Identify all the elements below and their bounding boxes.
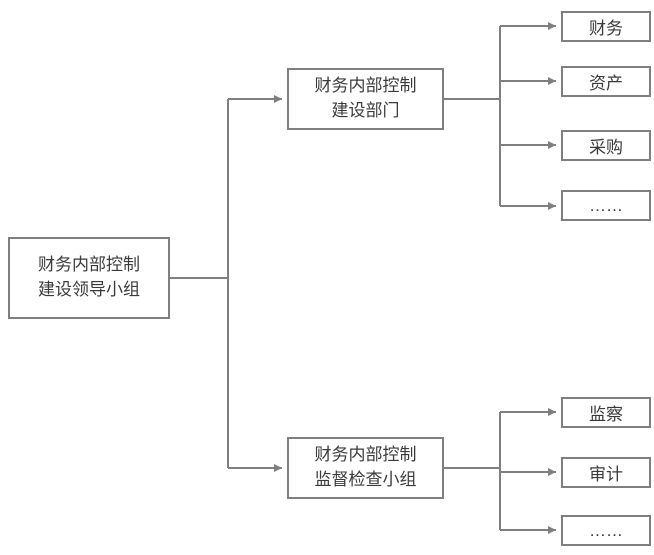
leaf-label: 监察 — [589, 405, 623, 424]
leaf-label: …… — [589, 195, 623, 215]
node-label-line: 财务内部控制 — [38, 255, 140, 275]
node-build-department: 财务内部控制 建设部门 — [287, 68, 444, 130]
node-label-line: 财务内部控制 — [314, 445, 417, 465]
leaf-label: 采购 — [589, 138, 623, 157]
leaf-inspection: 监察 — [561, 397, 651, 428]
leaf-label: 资产 — [589, 74, 623, 93]
node-label-line: 建设领导小组 — [38, 280, 140, 299]
node-label-line: 建设部门 — [331, 101, 400, 120]
leaf-assets: 资产 — [561, 66, 651, 97]
node-supervision-inspection-group: 财务内部控制 监督检查小组 — [287, 437, 444, 499]
leaf-label: 审计 — [589, 465, 623, 484]
leaf-label: 财务 — [589, 19, 623, 38]
leaf-label: …… — [589, 520, 623, 540]
leaf-ellipsis-bottom: …… — [561, 515, 651, 546]
leaf-finance: 财务 — [561, 11, 651, 42]
node-label-line: 监督检查小组 — [314, 470, 417, 489]
leaf-procurement: 采购 — [561, 130, 651, 161]
node-label-line: 财务内部控制 — [314, 76, 417, 96]
leaf-ellipsis-top: …… — [561, 190, 651, 221]
leaf-audit: 审计 — [561, 457, 651, 488]
root-node-leadership-group: 财务内部控制 建设领导小组 — [8, 237, 170, 319]
